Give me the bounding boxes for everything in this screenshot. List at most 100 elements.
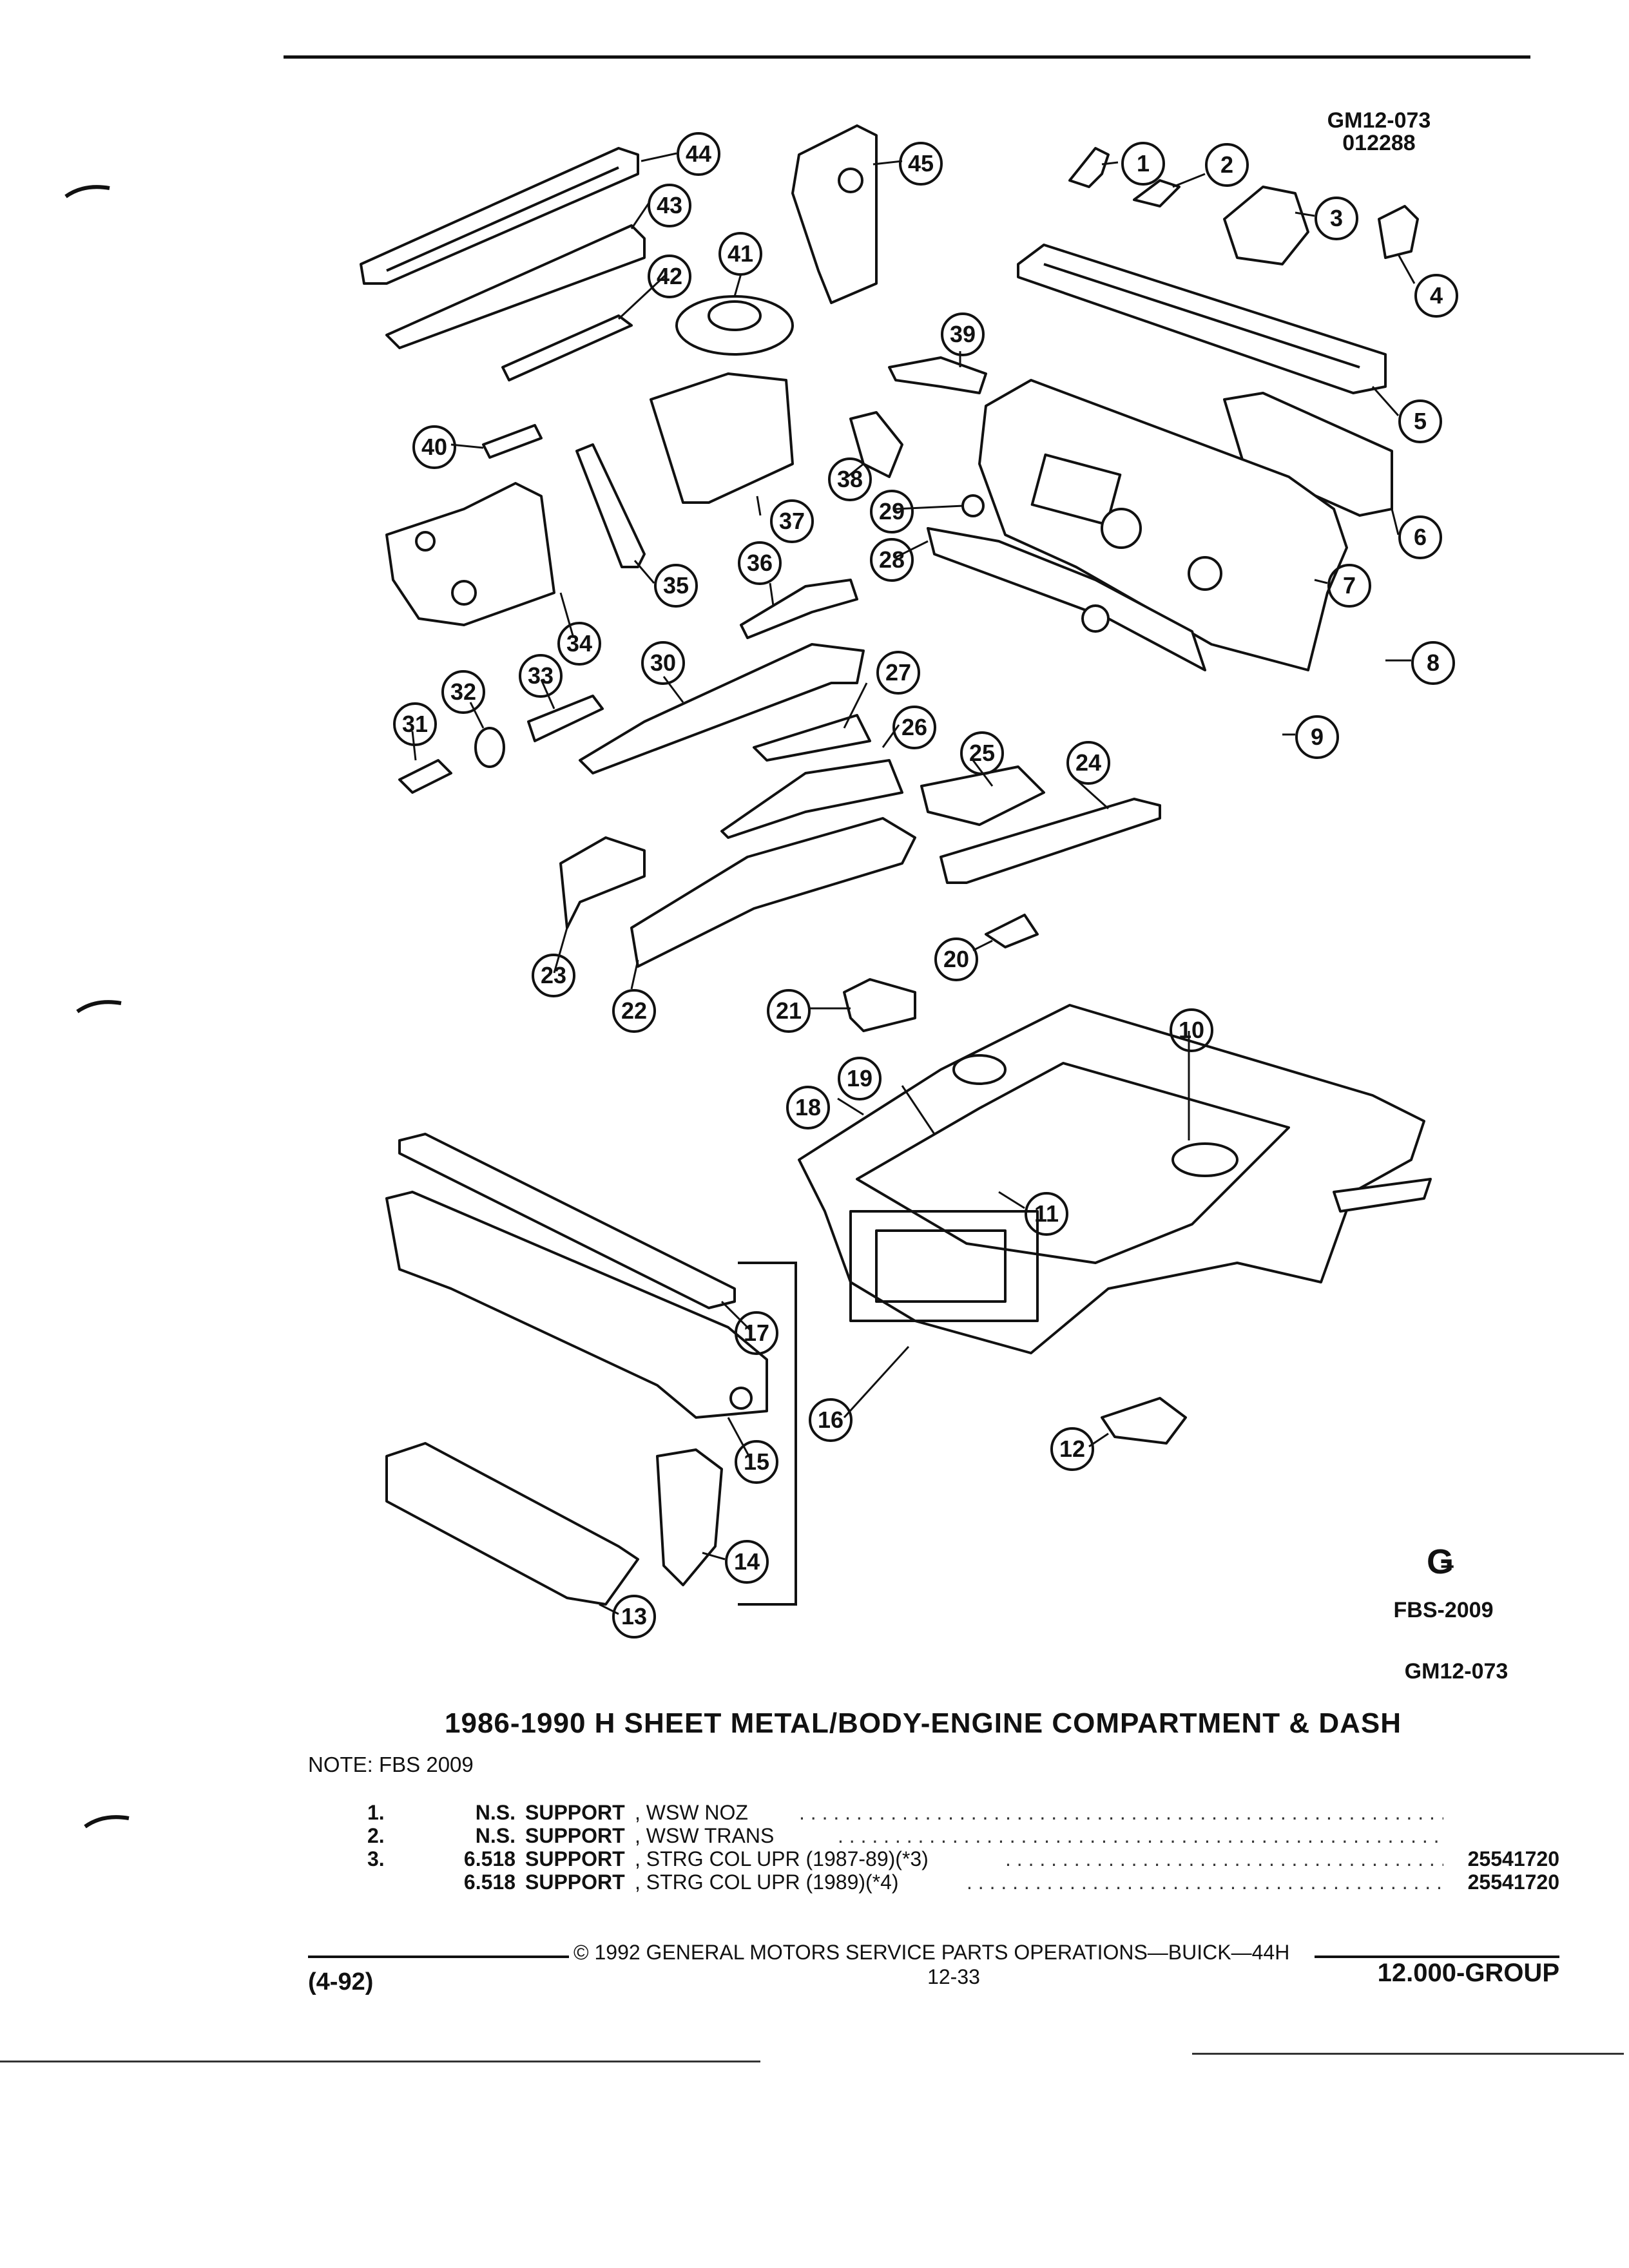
part-index: 1.	[367, 1801, 385, 1824]
part-name: SUPPORT	[525, 1801, 625, 1824]
parts-row: 2. N.S. SUPPORT , WSW TRANS . . . . . . …	[322, 1824, 1559, 1847]
group-bracket	[738, 1262, 797, 1606]
part-outlines	[360, 124, 1432, 1606]
callout-18: 18	[786, 1086, 830, 1129]
callout-41: 41	[718, 232, 762, 276]
part-2	[1133, 179, 1181, 207]
part-39	[888, 356, 987, 394]
scan-mark-3	[84, 1815, 130, 1829]
part-17	[398, 1133, 736, 1309]
part-4	[1378, 205, 1419, 259]
part-number: 25541720	[1467, 1870, 1559, 1894]
callout-44: 44	[677, 132, 720, 176]
page-number: 12-33	[927, 1965, 980, 1988]
callout-42: 42	[648, 255, 691, 298]
parts-row: 3. 6.518 SUPPORT , STRG COL UPR (1987-89…	[322, 1847, 1559, 1870]
callout-10: 10	[1170, 1008, 1213, 1052]
part-38	[849, 411, 903, 478]
page-title: 1986-1990 H SHEET METAL/BODY-ENGINE COMP…	[445, 1707, 1402, 1739]
part-qty: N.S.	[475, 1824, 516, 1847]
part-45	[791, 124, 878, 304]
callout-7: 7	[1327, 564, 1371, 608]
part-43	[385, 224, 646, 349]
part-name: SUPPORT	[525, 1847, 625, 1870]
part-desc: , WSW TRANS	[635, 1824, 775, 1847]
parts-list: 1. N.S. SUPPORT , WSW NOZ . . . . . . . …	[322, 1801, 1559, 1898]
callout-45: 45	[899, 142, 943, 186]
part-30	[579, 643, 865, 774]
part-29	[961, 494, 985, 517]
callout-8: 8	[1411, 641, 1455, 685]
part-index: 3.	[367, 1847, 385, 1870]
callout-26: 26	[892, 706, 936, 749]
leader-dots: . . . . . . . . . . . . . . . . . . . . …	[838, 1824, 1440, 1847]
part-40	[482, 424, 543, 459]
callout-32: 32	[441, 670, 485, 714]
callout-43: 43	[648, 184, 691, 227]
part-qty: 6.518	[463, 1870, 516, 1894]
callout-22: 22	[612, 989, 656, 1033]
callout-40: 40	[412, 425, 456, 469]
part-20	[985, 914, 1039, 948]
part-7	[978, 379, 1348, 671]
callout-5: 5	[1398, 399, 1442, 443]
part-42	[501, 314, 633, 381]
part-23	[559, 836, 646, 929]
callout-24: 24	[1066, 741, 1110, 785]
bottom-scan-rule-right	[1192, 2053, 1624, 2055]
part-14	[656, 1448, 723, 1586]
scan-mark-1	[64, 185, 110, 198]
callout-9: 9	[1295, 715, 1339, 759]
group-number: 12.000-GROUP	[1377, 1959, 1559, 1987]
part-qty: N.S.	[475, 1801, 516, 1824]
figure-bottom-code: GM12-073	[1404, 1659, 1509, 1684]
callout-21: 21	[767, 989, 811, 1033]
part-1	[1068, 147, 1110, 188]
part-desc: , STRG COL UPR (1987-89)(*3)	[635, 1847, 929, 1870]
part-desc: , WSW NOZ	[635, 1801, 748, 1824]
callout-11: 11	[1025, 1192, 1068, 1236]
callout-30: 30	[641, 641, 685, 685]
part-25	[920, 765, 1045, 826]
callout-20: 20	[934, 937, 978, 981]
part-12	[1101, 1397, 1187, 1445]
callout-12: 12	[1050, 1427, 1094, 1471]
callout-25: 25	[960, 731, 1004, 775]
bottom-scan-rule	[0, 2061, 760, 2062]
part-26	[720, 759, 903, 839]
part-27	[753, 714, 871, 762]
copyright: © 1992 GENERAL MOTORS SERVICE PARTS OPER…	[574, 1941, 1290, 1964]
part-24	[940, 798, 1161, 884]
callout-19: 19	[838, 1057, 882, 1100]
part-5	[1017, 244, 1387, 394]
leader-dots: . . . . . . . . . . . . . . . . . . . . …	[967, 1870, 1442, 1894]
part-21	[843, 978, 916, 1032]
part-number: 25541720	[1467, 1847, 1559, 1870]
callout-23: 23	[532, 954, 575, 997]
callout-31: 31	[393, 702, 437, 746]
part-qty: 6.518	[463, 1847, 516, 1870]
footer-rule-left	[308, 1956, 569, 1958]
parts-row: 1. N.S. SUPPORT , WSW NOZ . . . . . . . …	[322, 1801, 1559, 1824]
callout-27: 27	[876, 651, 920, 695]
top-rule	[284, 55, 1530, 59]
part-name: SUPPORT	[525, 1824, 625, 1847]
callout-29: 29	[870, 490, 914, 533]
part-15	[385, 1191, 768, 1419]
callout-4: 4	[1414, 274, 1458, 318]
revision-date: (4-92)	[308, 1968, 374, 1995]
part-13	[385, 1442, 639, 1606]
part-37	[650, 372, 794, 504]
part-34	[385, 482, 555, 626]
note: NOTE: FBS 2009	[308, 1753, 474, 1776]
callout-3: 3	[1315, 197, 1358, 240]
leader-dots: . . . . . . . . . . . . . . . . . . . . …	[1005, 1847, 1443, 1870]
fbs-symbol: Ǥ	[1426, 1542, 1454, 1581]
callout-6: 6	[1398, 515, 1442, 559]
callout-34: 34	[557, 622, 601, 666]
scan-mark-2	[76, 1000, 122, 1014]
part-index: 2.	[367, 1824, 385, 1847]
callout-13: 13	[612, 1595, 656, 1639]
part-28	[927, 527, 1206, 671]
callout-28: 28	[870, 538, 914, 582]
